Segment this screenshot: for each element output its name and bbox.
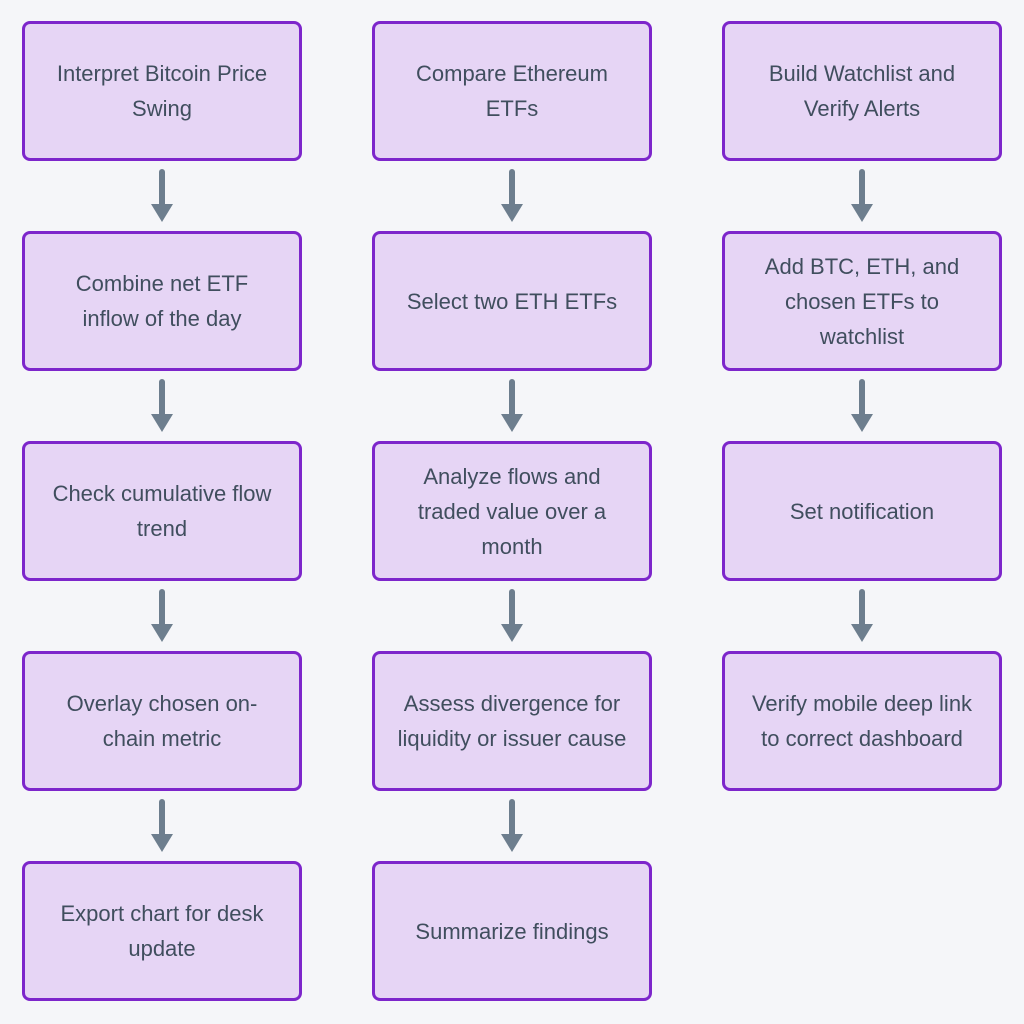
arrow-slot [22, 581, 302, 651]
arrow-slot [22, 791, 302, 861]
flow-node: Set notification [722, 441, 1002, 581]
arrow-down-icon [501, 799, 523, 852]
flow-column-1: Interpret Bitcoin Price Swing Combine ne… [22, 21, 302, 1001]
arrow-slot [372, 791, 652, 861]
arrow-down-icon [851, 379, 873, 432]
arrow-slot [22, 371, 302, 441]
flow-node: Export chart for desk update [22, 861, 302, 1001]
arrow-slot [372, 371, 652, 441]
flow-node: Overlay chosen on-chain metric [22, 651, 302, 791]
flow-node: Check cumulative flow trend [22, 441, 302, 581]
arrow-slot [722, 161, 1002, 231]
flow-node: Summarize findings [372, 861, 652, 1001]
arrow-slot [722, 371, 1002, 441]
arrow-down-icon [501, 169, 523, 222]
arrow-slot [372, 161, 652, 231]
arrow-down-icon [501, 589, 523, 642]
arrow-down-icon [151, 169, 173, 222]
arrow-down-icon [851, 169, 873, 222]
arrow-down-icon [501, 379, 523, 432]
arrow-slot [372, 581, 652, 651]
arrow-slot [22, 161, 302, 231]
flow-column-3: Build Watchlist and Verify Alerts Add BT… [722, 21, 1002, 1001]
arrow-down-icon [151, 589, 173, 642]
flow-node: Interpret Bitcoin Price Swing [22, 21, 302, 161]
flow-node: Verify mobile deep link to correct dashb… [722, 651, 1002, 791]
flowchart: Interpret Bitcoin Price Swing Combine ne… [22, 21, 1002, 1001]
arrow-down-icon [851, 589, 873, 642]
flow-node: Select two ETH ETFs [372, 231, 652, 371]
flow-column-2: Compare Ethereum ETFs Select two ETH ETF… [372, 21, 652, 1001]
flow-node: Add BTC, ETH, and chosen ETFs to watchli… [722, 231, 1002, 371]
arrow-down-icon [151, 799, 173, 852]
arrow-down-icon [151, 379, 173, 432]
flow-node: Assess divergence for liquidity or issue… [372, 651, 652, 791]
flow-node: Compare Ethereum ETFs [372, 21, 652, 161]
flow-node: Analyze flows and traded value over a mo… [372, 441, 652, 581]
flow-node: Combine net ETF inflow of the day [22, 231, 302, 371]
flow-node: Build Watchlist and Verify Alerts [722, 21, 1002, 161]
arrow-slot [722, 581, 1002, 651]
